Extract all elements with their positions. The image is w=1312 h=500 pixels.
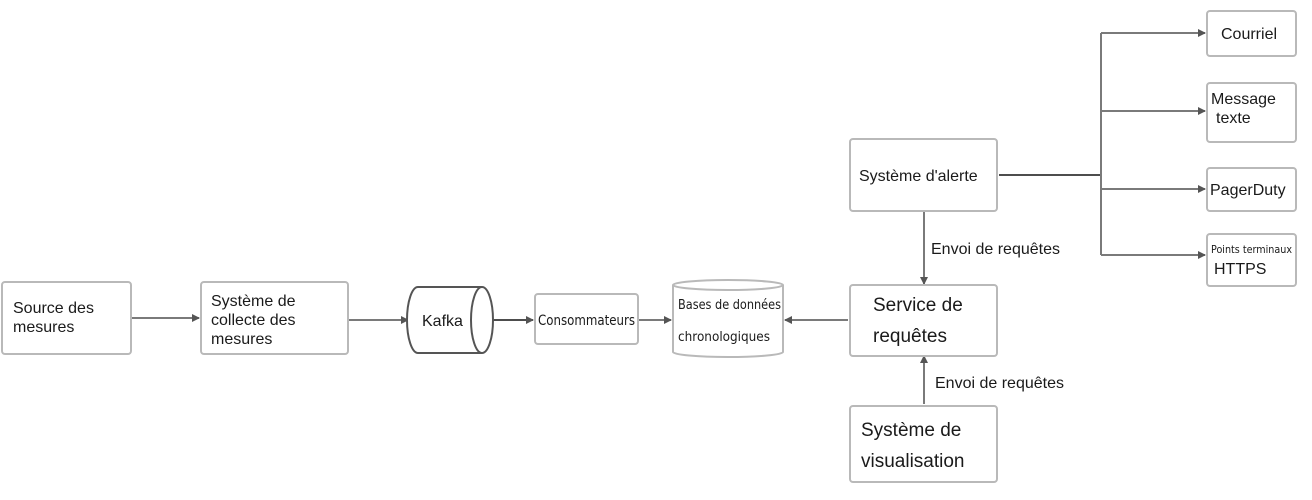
svg-text:Source des mesures: Source des mesures	[13, 300, 98, 336]
node-consumers: Consommateurs	[534, 293, 639, 345]
alert-system-label: Système d'alerte	[859, 168, 978, 185]
node-tsdb: Bases de données chronologiques	[672, 279, 785, 358]
svg-text:Système de collecte des: Système de collecte des mesures	[211, 293, 300, 348]
query-service-label-line1: Service de	[873, 295, 963, 316]
svg-text:Système de visualisation: Système de visualisation	[861, 420, 967, 472]
kafka-cylinder-face	[470, 286, 483, 354]
svg-text:Service de requêtes: Service de requêtes	[873, 295, 968, 347]
node-visualization: Système de visualisation	[849, 405, 998, 483]
visualization-label-line1: Système de	[861, 420, 961, 441]
collector-box	[200, 281, 349, 355]
node-pagerduty: PagerDuty	[1206, 167, 1297, 212]
visualization-box	[849, 405, 998, 483]
source-label-line2: mesures	[13, 319, 74, 336]
tsdb-cylinder-body	[672, 285, 784, 358]
collector-label-line3: mesures	[211, 331, 272, 348]
pagerduty-box	[1206, 167, 1297, 212]
alert-system-box	[849, 138, 998, 212]
tsdb-cylinder-top	[672, 279, 784, 291]
collector-label-line1: Système de	[211, 293, 296, 310]
pagerduty-label: PagerDuty	[1210, 182, 1286, 199]
node-kafka: Kafka	[406, 286, 494, 354]
text-message-label-line2: texte	[1216, 110, 1251, 127]
collector-label-line2: collecte des	[211, 312, 296, 329]
source-box	[1, 281, 132, 355]
node-query-service: Service de requêtes	[849, 284, 998, 357]
node-text-message: Message texte	[1206, 82, 1297, 143]
query-service-label-line2: requêtes	[873, 326, 947, 347]
node-alert-system: Système d'alerte	[849, 138, 998, 212]
alert-to-query-edge-label: Envoi de requêtes	[931, 241, 1060, 258]
node-source: Source des mesures	[1, 281, 132, 355]
email-label: Courriel	[1221, 26, 1277, 43]
consumers-label: Consommateurs	[538, 313, 635, 329]
node-https-endpoints: Points terminaux HTTPS	[1206, 233, 1297, 287]
svg-text:Bases de données chronol: Bases de données chronologiques	[678, 298, 785, 345]
node-email: Courriel	[1206, 10, 1297, 57]
text-message-box	[1206, 82, 1297, 143]
tsdb-label-line2: chronologiques	[678, 330, 770, 345]
tsdb-label-line1: Bases de données	[678, 298, 781, 313]
https-endpoints-label-line2: HTTPS	[1214, 261, 1266, 278]
svg-text:Message texte: Message texte	[1211, 91, 1280, 127]
kafka-label: Kafka	[422, 313, 463, 330]
edges	[131, 29, 1206, 404]
query-service-box	[849, 284, 998, 357]
visualization-to-query-edge-label: Envoi de requêtes	[935, 375, 1064, 392]
source-label-line1: Source des	[13, 300, 94, 317]
email-box	[1206, 10, 1297, 57]
text-message-label-line1: Message	[1211, 91, 1276, 108]
https-endpoints-box	[1206, 233, 1297, 287]
node-collector: Système de collecte des mesures	[200, 281, 349, 355]
consumers-box	[534, 293, 639, 345]
visualization-label-line2: visualisation	[861, 451, 965, 472]
https-endpoints-label-line1: Points terminaux	[1211, 243, 1292, 256]
